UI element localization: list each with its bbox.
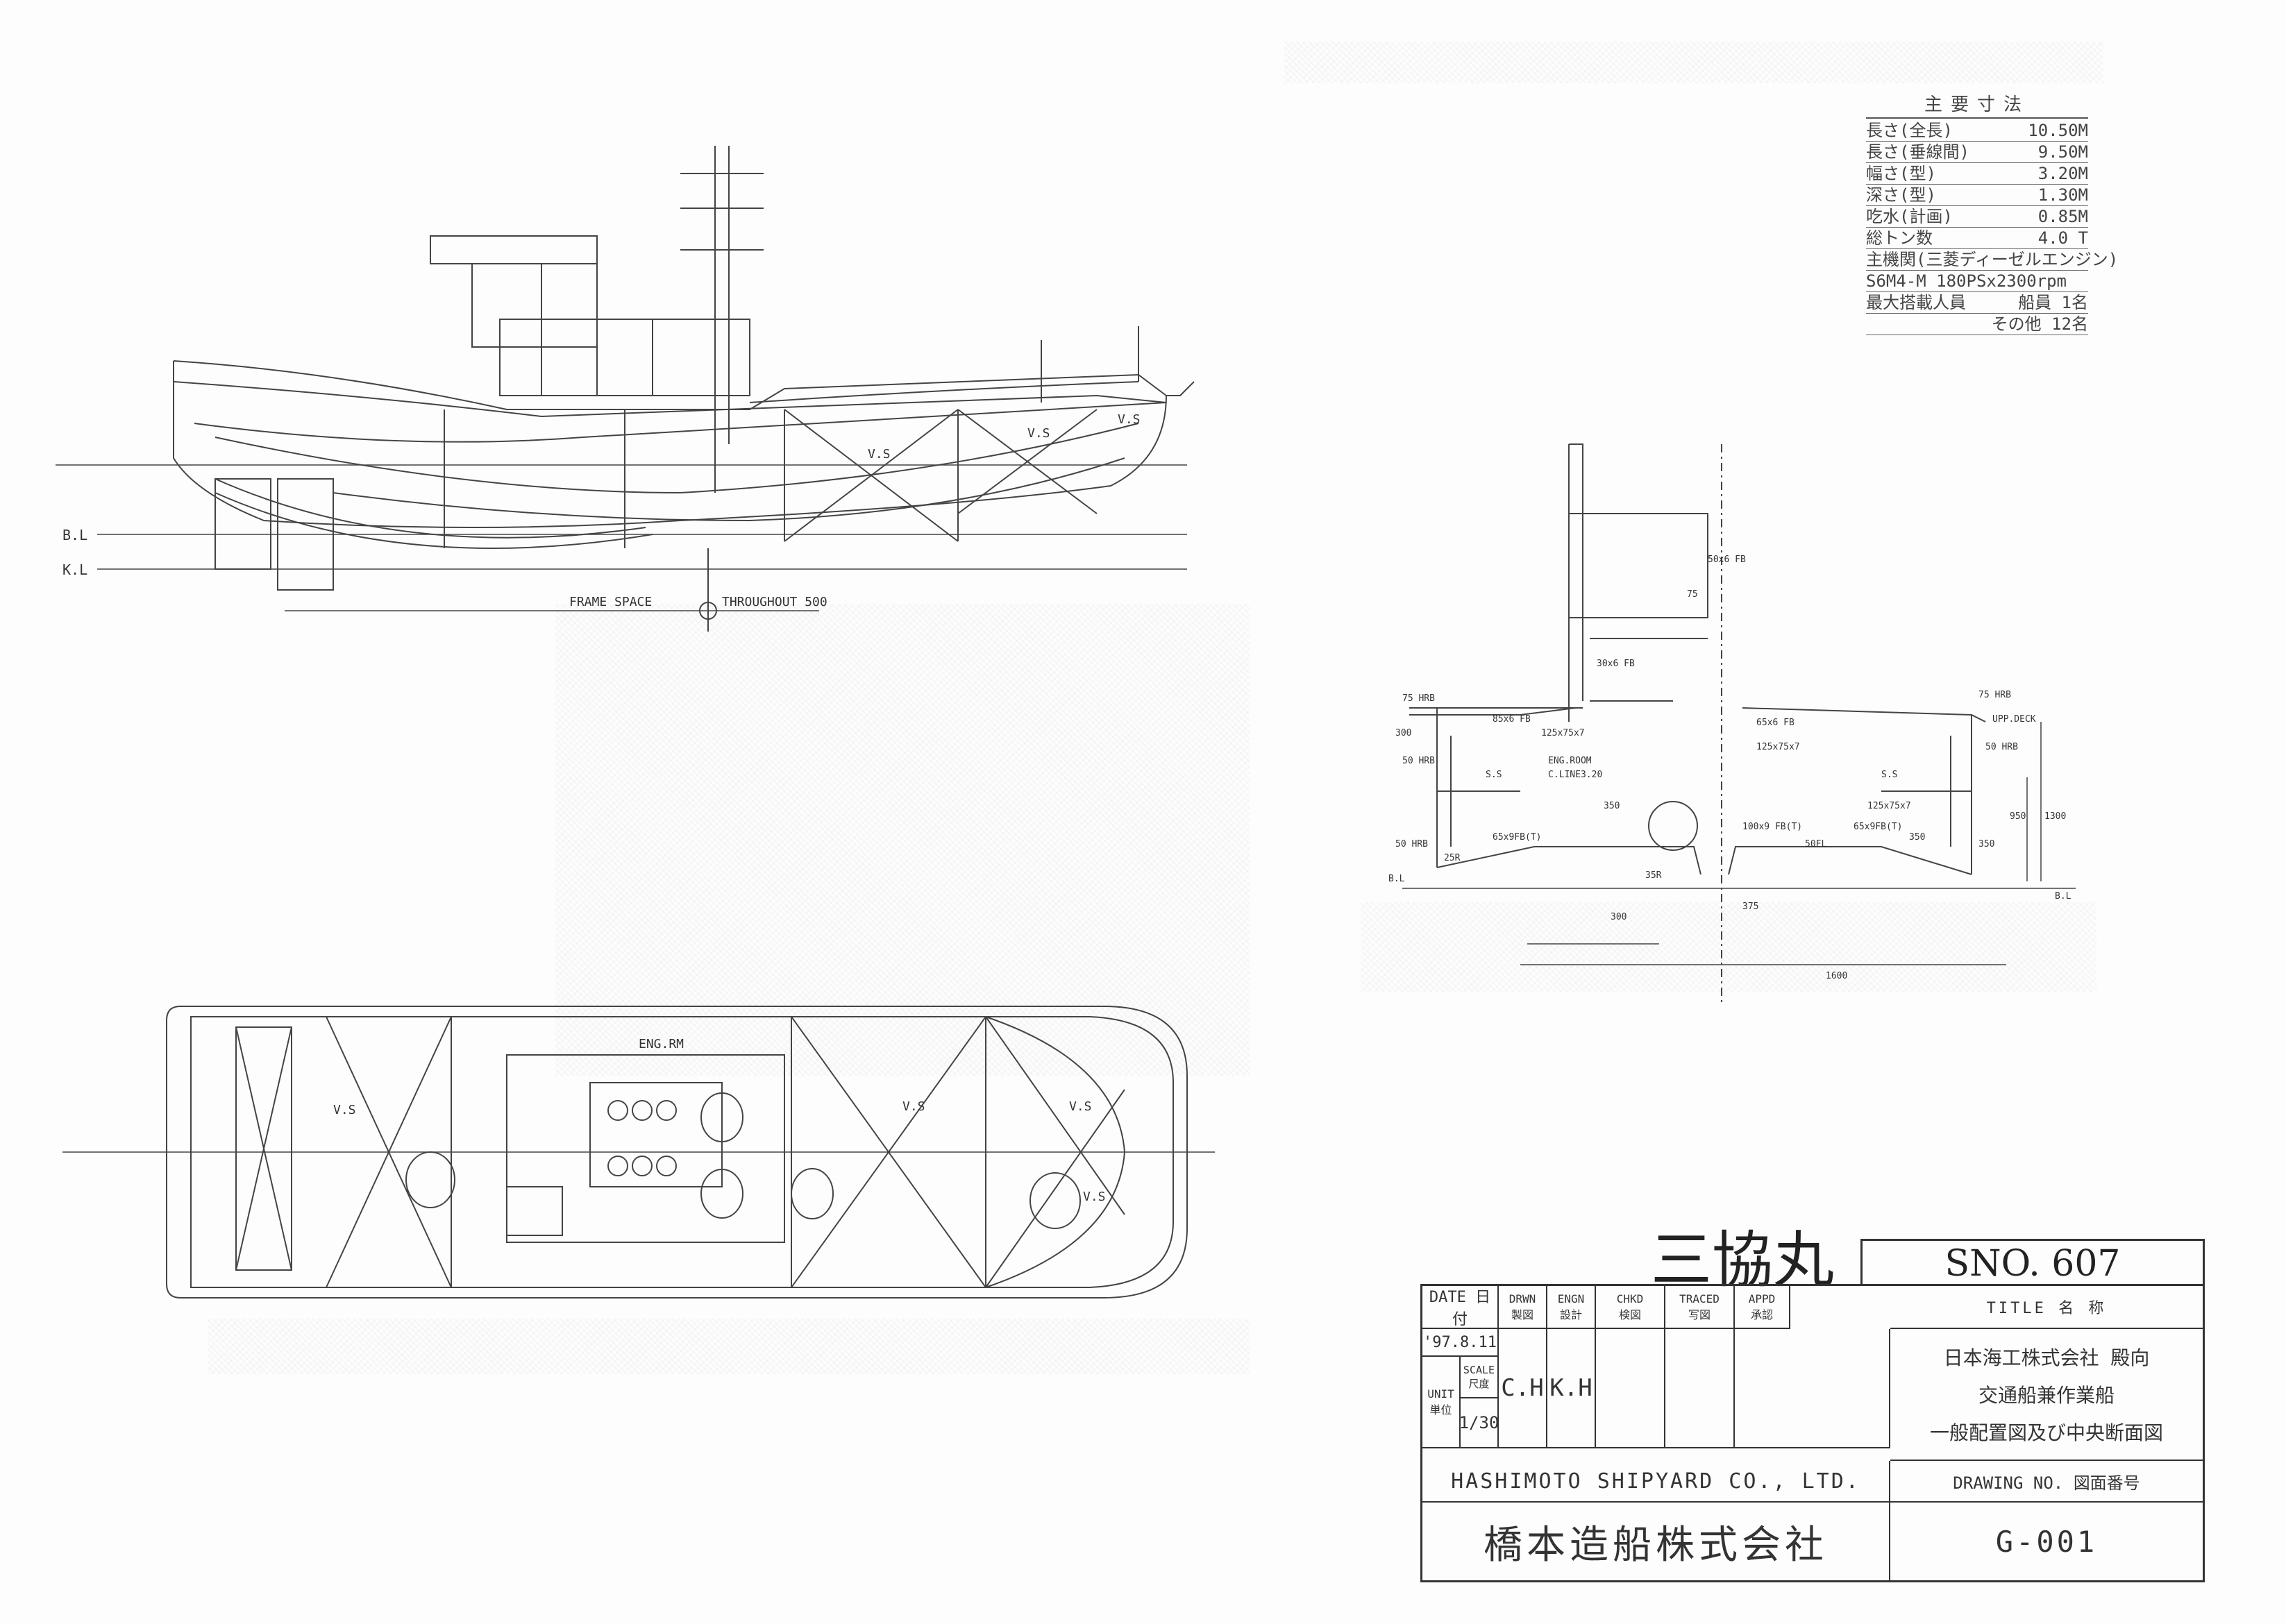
spec-others: その他 12名 (1866, 314, 2088, 335)
spec-row: 最大搭載人員船員 1名 (1866, 293, 2088, 314)
scan-noise (1361, 902, 2096, 992)
section-label: 125x75x7 (1867, 801, 1911, 811)
section-label: 35R (1645, 870, 1662, 881)
section-label: 75 HRB (1978, 690, 2011, 700)
section-label: 1600 (1826, 971, 1847, 981)
kl-label: K.L (62, 561, 87, 578)
spec-row: 幅さ(型)3.20M (1866, 164, 2088, 185)
scan-noise (555, 604, 1250, 1076)
section-label: B.L (2055, 891, 2071, 902)
section-label: B.L (1388, 874, 1405, 884)
section-label: 50 HRB (1402, 756, 1435, 766)
section-label: 1300 (2044, 811, 2066, 822)
vs-label: V.S (1027, 426, 1050, 441)
section-label: 50x6 FB (1708, 555, 1746, 565)
scan-noise (1284, 42, 2103, 83)
section-label: 300 (1611, 912, 1627, 922)
section-label: 50 HRB (1395, 839, 1428, 849)
section-label: 30x6 FB (1597, 659, 1635, 669)
vs-label: V.S (1083, 1190, 1106, 1204)
title-line-2: 交通船兼作業船 (1978, 1384, 2115, 1407)
appd-value (1735, 1329, 1890, 1448)
section-label: 65x9FB(T) (1854, 822, 1902, 832)
title-line-1: 日本海工株式会社 殿向 (1943, 1346, 2150, 1369)
drawing-title: 日本海工株式会社 殿向 交通船兼作業船 一般配置図及び中央断面図 (1890, 1329, 2203, 1461)
vs-label: V.S (1118, 412, 1141, 427)
spec-row: 長さ(全長)10.50M (1866, 121, 2088, 142)
section-label: 50 HRB (1985, 742, 2018, 752)
section-label: 100x9 FB(T) (1742, 822, 1802, 832)
drawing-no-header: DRAWING NO. 図面番号 (1890, 1461, 2203, 1503)
section-label: 85x6 FB (1493, 714, 1531, 725)
section-label: 950 (2010, 811, 2026, 822)
section-label: 350 (1909, 832, 1925, 843)
section-label: 50FL (1805, 839, 1826, 849)
scale-value: 1/30 (1461, 1398, 1499, 1448)
section-label: 125x75x7 (1541, 728, 1585, 738)
section-label: ENG.ROOM (1548, 756, 1592, 766)
vs-label: V.S (902, 1099, 925, 1114)
company-name-en: HASHIMOTO SHIPYARD CO., LTD. (1422, 1461, 1890, 1503)
frame-space-label: FRAME SPACE (569, 595, 652, 609)
section-label: 350 (1978, 839, 1994, 849)
section-label: 300 (1395, 728, 1411, 738)
title-line-3: 一般配置図及び中央断面図 (1929, 1421, 2163, 1444)
ship-name: 三協丸 (1651, 1224, 1835, 1296)
section-label: 75 (1687, 589, 1698, 600)
chkd-value (1596, 1329, 1665, 1448)
plan-view: ENG.RM V.S V.S V.S V.S (62, 1006, 1215, 1299)
section-label: 65x6 FB (1756, 718, 1795, 728)
drawing-number: G-001 (1995, 1524, 2098, 1559)
section-label: 25R (1444, 853, 1461, 863)
date-header: DATE 日付 (1422, 1286, 1499, 1329)
company-name-jp: 橋本造船株式会社 (1422, 1503, 1890, 1580)
section-label: 375 (1742, 902, 1758, 912)
spec-row: 長さ(垂線間)9.50M (1866, 142, 2088, 163)
vs-label: V.S (333, 1103, 356, 1117)
section-label: 75 HRB (1402, 693, 1435, 704)
traced-value (1665, 1329, 1735, 1448)
vs-label: V.S (1069, 1099, 1092, 1114)
section-label: 65x9FB(T) (1493, 832, 1541, 843)
principal-dimensions-table: 主要寸法 長さ(全長)10.50M 長さ(垂線間)9.50M 幅さ(型)3.20… (1866, 90, 2119, 335)
profile-view: B.L K.L FRAME SPACE THROUGHOUT 500 V.S V… (56, 146, 1195, 632)
eng-rm-label: ENG.RM (639, 1037, 684, 1051)
drwn-value: C.H (1499, 1329, 1547, 1448)
title-header: TITLE 名 称 (1890, 1286, 2203, 1329)
serial-number: SNO. 607 (1860, 1239, 2205, 1286)
engine-model: S6M4-M 180PSx2300rpm (1866, 271, 2088, 292)
engn-value: K.H (1547, 1329, 1596, 1448)
midship-section: 75 HRB 300 50 HRB 85x6 FB 125x75x7 S.S E… (1388, 443, 2076, 1006)
section-label: S.S (1486, 770, 1502, 780)
section-label: UPP.DECK (1992, 714, 2036, 725)
engine-label: 主機関(三菱ディーゼルエンジン) (1866, 250, 2119, 271)
throughout-label: THROUGHOUT 500 (722, 595, 827, 609)
date-value: '97.8.11 (1422, 1329, 1499, 1357)
spec-heading: 主要寸法 (1866, 90, 2088, 119)
spec-row: 深さ(型)1.30M (1866, 185, 2088, 206)
spec-row: 吃水(計画)0.85M (1866, 207, 2088, 228)
section-label: C.LINE3.20 (1548, 770, 1602, 780)
section-label: 350 (1604, 801, 1620, 811)
bl-label: B.L (62, 527, 87, 543)
scan-noise (208, 1319, 1250, 1374)
vs-label: V.S (868, 447, 891, 462)
section-label: S.S (1881, 770, 1897, 780)
section-label: 125x75x7 (1756, 742, 1800, 752)
